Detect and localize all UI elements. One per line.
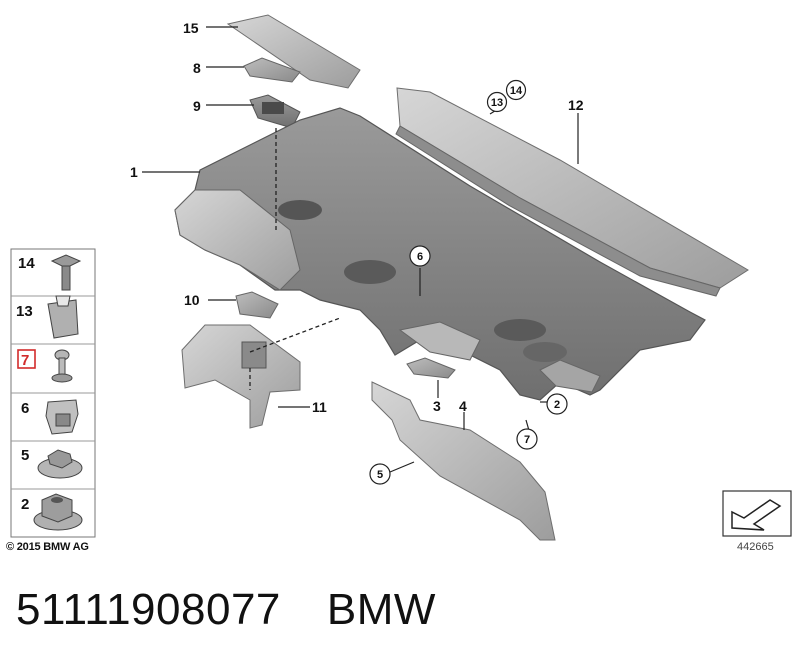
callout-12: 12 [568, 97, 584, 113]
callout-labels: 15 8 9 1 12 10 11 3 4 [130, 20, 584, 415]
assembly-lines [249, 128, 341, 390]
side-item-14: 14 [18, 254, 82, 291]
document-number: 442665 [737, 541, 774, 553]
part-11-trim [181, 324, 301, 429]
side-item-2: 2 [21, 493, 83, 531]
callout-11: 11 [312, 399, 327, 415]
svg-text:6: 6 [21, 400, 29, 417]
svg-text:7: 7 [524, 434, 530, 446]
circled-callout-13: 13 [486, 91, 508, 113]
callout-3: 3 [433, 398, 441, 414]
circled-callouts: 14 13 6 2 7 5 [369, 79, 568, 485]
callout-9: 9 [193, 98, 201, 114]
callout-8: 8 [193, 60, 201, 76]
side-item-13: 13 [16, 295, 79, 339]
callout-4: 4 [459, 398, 467, 414]
svg-text:14: 14 [510, 85, 523, 97]
callout-10: 10 [184, 292, 200, 308]
circled-callout-5: 5 [369, 463, 391, 485]
brand-name: BMW [326, 585, 436, 634]
svg-text:2: 2 [554, 399, 560, 411]
part-8-clip [243, 57, 301, 83]
svg-text:13: 13 [16, 303, 33, 320]
part-10-clip [235, 291, 279, 319]
direction-arrow-icon [722, 490, 792, 537]
part-number-footer: 51111908077 BMW [16, 585, 436, 635]
svg-text:14: 14 [18, 255, 35, 272]
circled-callout-14: 14 [505, 79, 527, 101]
side-item-7: 7 [17, 349, 73, 383]
part-9-bracket [249, 94, 301, 129]
svg-text:7: 7 [21, 352, 29, 369]
circled-callout-7: 7 [516, 428, 538, 450]
part-12-strip [395, 87, 749, 297]
circled-callout-2: 2 [546, 393, 568, 415]
svg-text:5: 5 [377, 469, 383, 481]
callout-1: 1 [130, 164, 138, 180]
circled-callout-6: 6 [409, 245, 431, 267]
svg-text:6: 6 [417, 251, 423, 263]
svg-text:5: 5 [21, 447, 29, 464]
part-number: 51111908077 [16, 585, 281, 634]
side-item-5: 5 [21, 447, 83, 479]
part-4-panel [371, 381, 556, 541]
callout-15: 15 [183, 20, 199, 36]
part-1-rear-shelf [174, 107, 706, 401]
copyright-text: © 2015 BMW AG [6, 541, 89, 553]
highlight-box [17, 349, 36, 369]
side-item-6: 6 [21, 399, 79, 435]
svg-text:13: 13 [491, 97, 503, 109]
svg-text:2: 2 [21, 496, 29, 513]
side-parts-panel: 14 13 7 6 5 [10, 248, 96, 538]
part-3-clip [406, 357, 456, 379]
